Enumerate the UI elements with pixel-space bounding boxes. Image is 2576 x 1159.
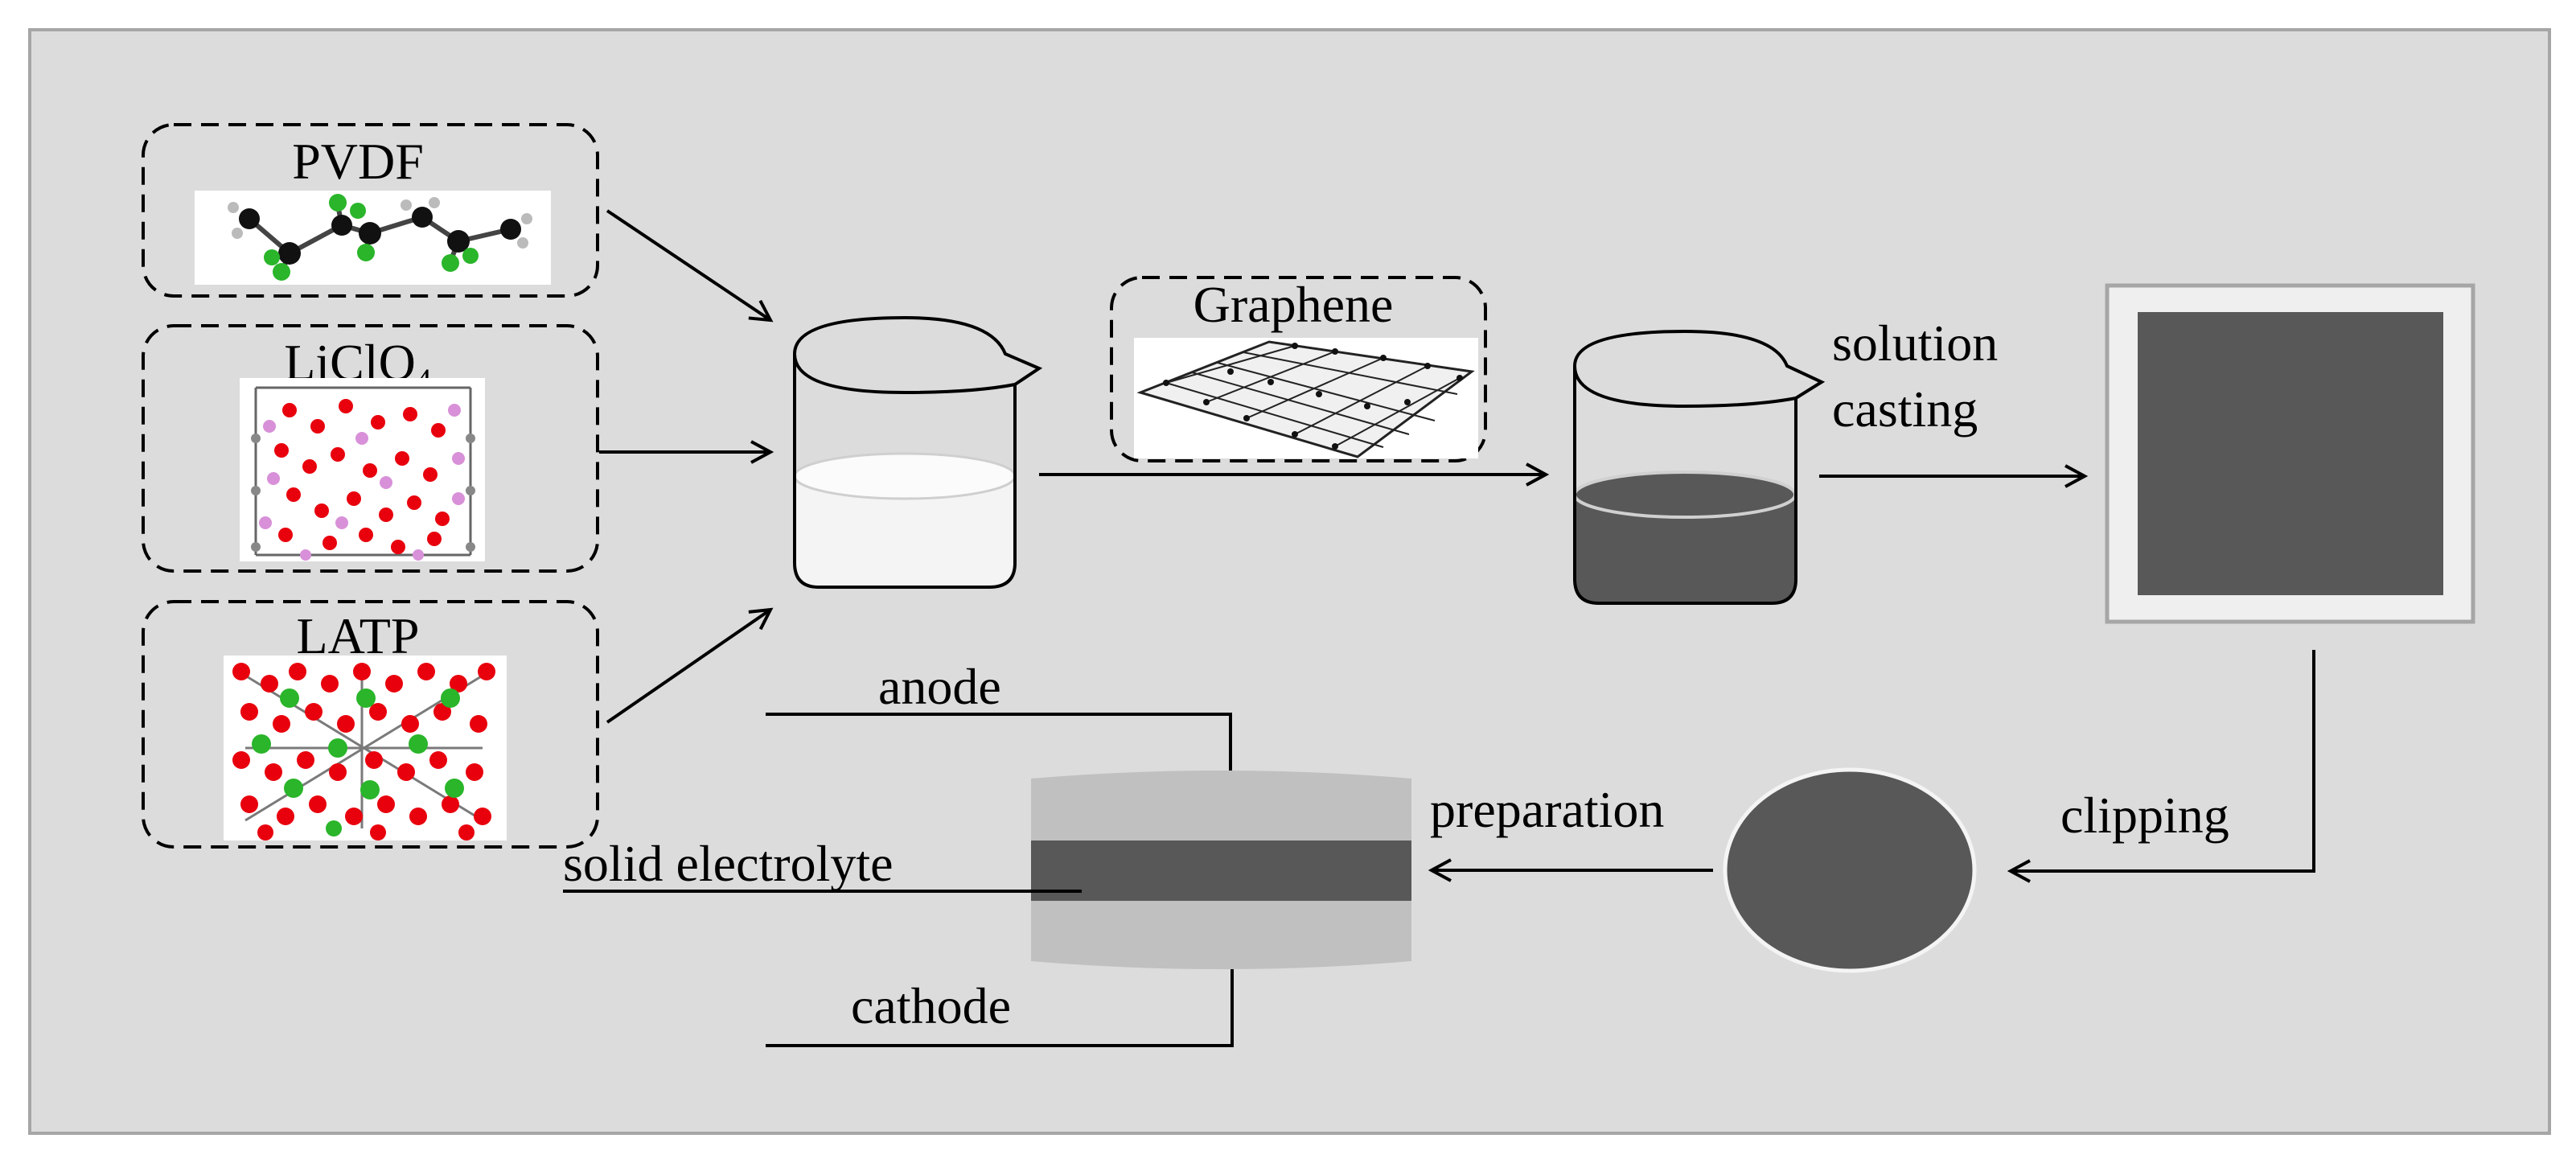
anode-lead-line bbox=[766, 713, 1232, 771]
arrow-latp-to-beaker bbox=[606, 610, 770, 724]
liclo4-box: LiClO4 bbox=[142, 324, 599, 573]
anode-label: anode bbox=[878, 658, 1001, 715]
latp-crystal-image bbox=[224, 656, 507, 840]
cast-film bbox=[2105, 283, 2475, 624]
cathode-lead-line bbox=[766, 969, 1234, 1047]
pvdf-label: PVDF bbox=[292, 133, 424, 190]
arrow-pvdf-to-beaker bbox=[606, 209, 770, 320]
solid-electrolyte-label: solid electrolyte bbox=[563, 835, 894, 892]
pvdf-molecule-image bbox=[195, 191, 551, 285]
anode-layer bbox=[1031, 771, 1411, 840]
electrolyte-layer bbox=[1031, 840, 1411, 901]
liclo4-crystal-image bbox=[240, 378, 485, 561]
latp-label: LATP bbox=[297, 607, 420, 664]
beaker-dispersion bbox=[1572, 329, 1826, 605]
graphene-label: Graphene bbox=[1194, 276, 1394, 333]
arrow-clipping bbox=[2011, 650, 2315, 871]
cathode-layer bbox=[1031, 901, 1411, 969]
latp-box: LATP bbox=[142, 600, 599, 849]
pvdf-box: PVDF bbox=[142, 123, 599, 298]
beaker-mixture bbox=[792, 315, 1043, 589]
preparation-label: preparation bbox=[1430, 781, 1664, 838]
electrolyte-disc bbox=[1723, 767, 1977, 973]
solution-casting-label-line2: casting bbox=[1832, 380, 1978, 438]
solution-casting-label-line1: solution bbox=[1832, 314, 1998, 372]
graphene-box: Graphene bbox=[1110, 276, 1487, 462]
graphene-sheet-image bbox=[1134, 338, 1478, 458]
cathode-label: cathode bbox=[851, 977, 1011, 1034]
battery-cell bbox=[1031, 771, 1411, 969]
clipping-label: clipping bbox=[2060, 787, 2229, 844]
